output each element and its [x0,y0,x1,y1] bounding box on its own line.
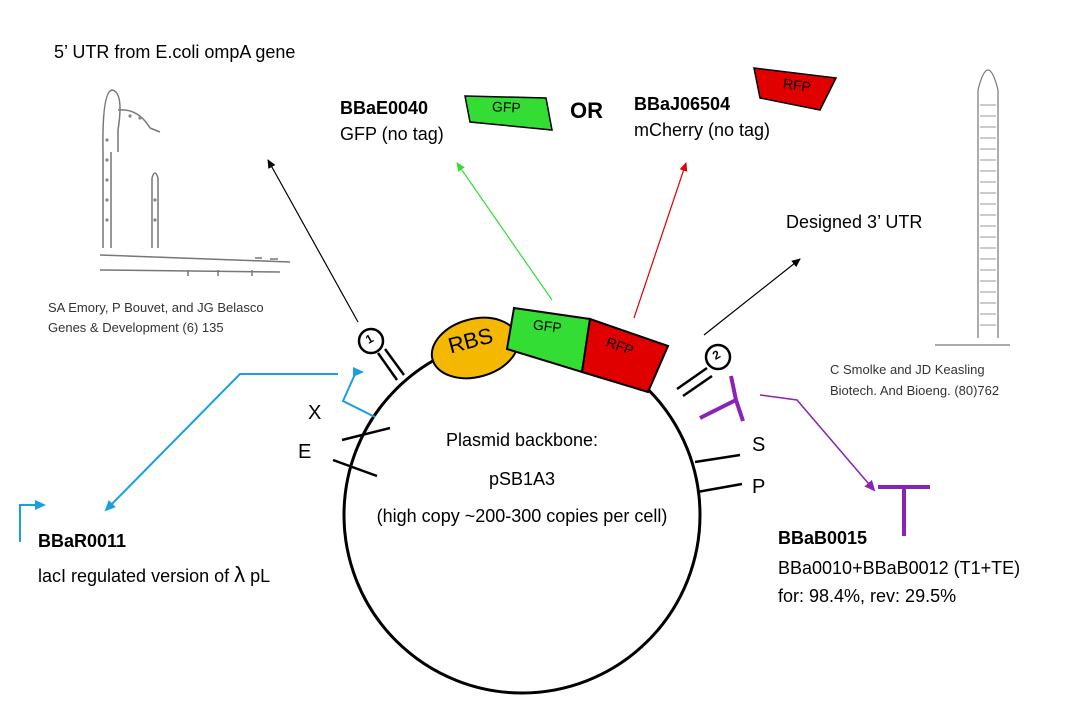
hairpin-1-icon [357,327,406,381]
site-e-label: E [298,441,312,463]
plasmid-backbone-label: Plasmid backbone: [445,430,599,450]
promoter-desc: lacI regulated version of λ pL [38,562,270,588]
or-label: OR [570,98,603,123]
site-s-label: S [752,434,766,456]
terminator-legend-icon [878,485,930,536]
utr5-arrow [267,159,359,323]
promoter-lambda: λ [234,562,246,587]
plasmid-name: pSB1A3 [488,469,556,489]
rfp-part-desc: mCherry (no tag) [634,120,771,140]
promoter-desc-suffix: pL [245,566,271,586]
utr5-structure-figure [99,89,291,276]
utr3-arrow [703,258,801,336]
rfp-part-id: BBaJ06504 [634,94,731,114]
utr3-citation-line1: C Smolke and JD Keasling [830,362,985,377]
construct-gfp-label: GFP [532,316,563,336]
utr3-title: Designed 3’ UTR [786,212,923,232]
gfp-tag-icon [464,95,553,131]
terminator-desc: BBa0010+BBaB0012 (T1+TE) [778,558,1021,578]
promoter-desc-prefix: lacI regulated version of [38,566,235,586]
utr5-citation-line1: SA Emory, P Bouvet, and JG Belasco [48,300,264,315]
rfp-arrow [633,162,688,319]
site-x-tick [341,426,391,442]
promoter-on-plasmid-icon [341,367,376,418]
gfp-arrow [456,162,553,301]
rfp-segment [580,317,670,394]
site-e-tick [332,458,378,478]
plasmid-copy-number: (high copy ~200-300 copies per cell) [376,506,668,526]
gfp-part-id: BBaE0040 [340,98,429,118]
utr5-citation-line2: Genes & Development (6) 135 [48,320,224,335]
gfp-part-desc: GFP (no tag) [340,124,444,144]
utr3-basepair-rungs [980,104,996,326]
utr5-structure-dots [105,114,157,222]
utr5-title: 5’ UTR from E.coli ompA gene [54,42,296,62]
utr3-structure-figure [935,69,1010,346]
hairpin-2-icon [676,343,732,398]
terminator-on-plasmid-icon [699,375,745,422]
terminator-id: BBaB0015 [778,528,868,548]
site-p-label: P [752,476,766,498]
promoter-pointer-arrow [104,373,338,512]
utr3-citation-line2: Biotech. And Bioeng. (80)762 [830,383,1000,398]
site-p-tick [696,482,743,494]
gfp-tag-label: GFP [491,98,522,116]
promoter-legend-icon [19,500,46,542]
rfp-tag-icon [753,67,838,111]
terminator-efficiency: for: 98.4%, rev: 29.5% [778,586,957,606]
promoter-id: BBaR0011 [38,531,127,551]
site-s-tick [694,453,741,464]
terminator-pointer-arrow [759,394,876,492]
site-x-label: X [308,402,322,424]
